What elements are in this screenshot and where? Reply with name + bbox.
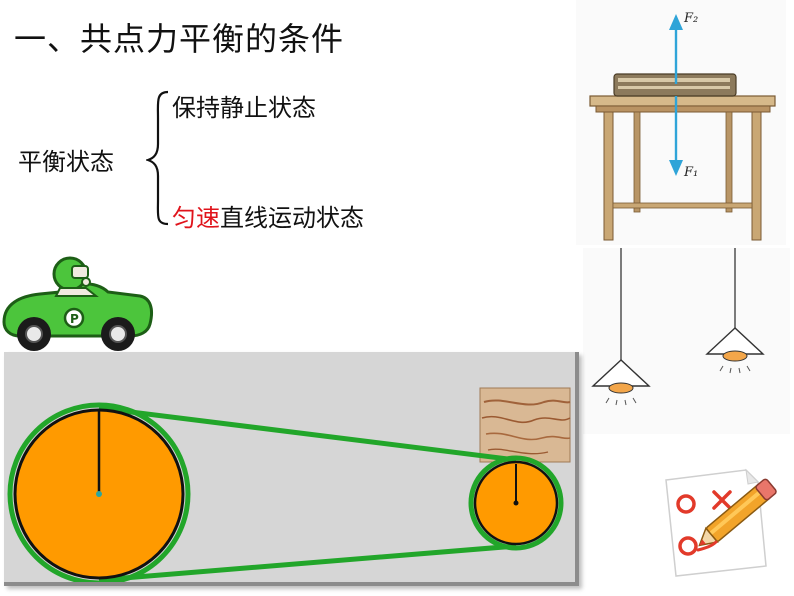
belt-pulley-panel (4, 352, 579, 586)
balance-item-uniform-rest: 直线运动状态 (220, 204, 364, 232)
belt-pulley-diagram (7, 387, 571, 586)
wood-block-icon (479, 387, 571, 463)
race-car-icon: P (2, 256, 154, 351)
balance-item-static: 保持静止状态 (172, 94, 316, 122)
balance-state-label: 平衡状态 (18, 148, 114, 176)
balance-item-uniform-motion: 匀速直线运动状态 (172, 198, 364, 233)
book-on-table-figure: F₂ F₁ (576, 0, 786, 245)
hanging-lamps-figure (583, 248, 790, 434)
page-title: 一、共点力平衡的条件 (14, 20, 345, 58)
hanging-lamp-icon (591, 248, 765, 406)
curly-brace-icon (146, 90, 169, 226)
force-up-label: F₂ (683, 11, 698, 26)
checklist-pencil-icon (665, 468, 777, 577)
highlight-uniform: 匀速 (172, 204, 220, 232)
book-table-drawing: F₂ F₁ (589, 11, 776, 241)
svg-text:P: P (70, 312, 79, 326)
force-down-label: F₁ (683, 165, 698, 180)
